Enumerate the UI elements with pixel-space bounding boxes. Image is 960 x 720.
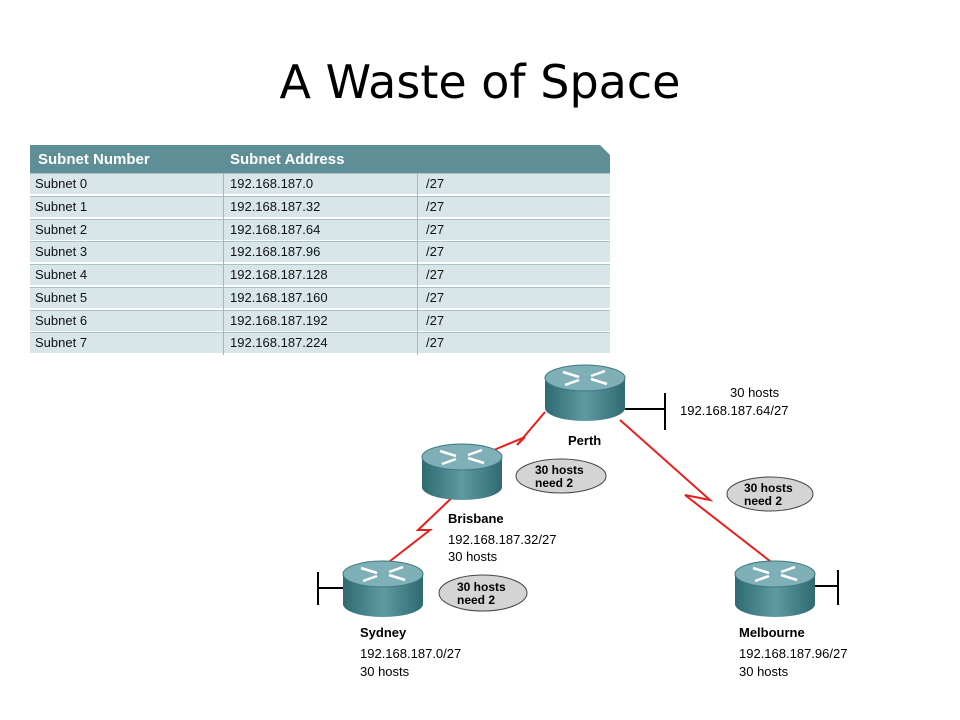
router-perth-icon bbox=[544, 364, 626, 421]
cell-mask: /27 bbox=[426, 335, 445, 351]
cell-address: 192.168.187.0 bbox=[230, 176, 314, 191]
cell-mask: /27 bbox=[426, 176, 445, 191]
router-brisbane-icon bbox=[421, 443, 503, 500]
table-row: Subnet 1 192.168.187.32/27 bbox=[30, 195, 610, 217]
table-row: Subnet 2 192.168.187.64/27 bbox=[30, 218, 610, 240]
melbourne-hosts: 30 hosts bbox=[739, 664, 789, 679]
ethernet-melbourne bbox=[815, 570, 839, 605]
note-line: 30 hosts bbox=[457, 580, 506, 594]
sydney-label: Sydney bbox=[360, 625, 407, 640]
table-row: Subnet 5 192.168.187.160/27 bbox=[30, 286, 610, 308]
melbourne-network: 192.168.187.96/27 bbox=[739, 646, 848, 661]
cell-mask: /27 bbox=[426, 289, 445, 305]
table-row: Subnet 4 192.168.187.128/27 bbox=[30, 264, 610, 285]
perth-hosts: 30 hosts bbox=[730, 385, 780, 400]
cell-number: Subnet 5 bbox=[35, 289, 88, 305]
header-subnet-address: Subnet Address bbox=[230, 151, 345, 168]
cell-number: Subnet 6 bbox=[35, 312, 88, 328]
perth-network: 192.168.187.64/27 bbox=[680, 403, 789, 418]
ethernet-perth bbox=[625, 393, 666, 430]
cell-address: 192.168.187.224 bbox=[230, 335, 328, 351]
note-line: 30 hosts bbox=[744, 481, 793, 495]
cell-number: Subnet 7 bbox=[35, 335, 88, 351]
sydney-network: 192.168.187.0/27 bbox=[360, 646, 462, 661]
cell-address: 192.168.187.64 bbox=[230, 221, 321, 237]
brisbane-label: Brisbane bbox=[448, 511, 504, 526]
note-line: need 2 bbox=[744, 494, 783, 508]
cell-mask: /27 bbox=[426, 198, 445, 214]
cell-number: Subnet 4 bbox=[35, 267, 88, 282]
table-row: Subnet 3 192.168.187.96/27 bbox=[30, 241, 610, 263]
note-line: need 2 bbox=[535, 476, 574, 490]
brisbane-hosts: 30 hosts bbox=[448, 549, 498, 564]
column-divider bbox=[223, 173, 224, 355]
column-divider bbox=[417, 173, 418, 355]
cell-address: 192.168.187.128 bbox=[230, 267, 328, 282]
note-sydney-brisbane: 30 hosts need 2 bbox=[457, 581, 506, 607]
router-melbourne-icon bbox=[734, 560, 816, 617]
cell-mask: /27 bbox=[426, 221, 445, 237]
header-subnet-number: Subnet Number bbox=[38, 151, 150, 168]
note-bubble-perth-melbourne bbox=[726, 476, 814, 512]
link-brisbane-perth bbox=[469, 411, 546, 461]
cell-mask: /27 bbox=[426, 244, 445, 260]
note-line: 30 hosts bbox=[535, 463, 584, 477]
cell-mask: /27 bbox=[426, 312, 445, 328]
brisbane-network: 192.168.187.32/27 bbox=[448, 532, 557, 547]
note-perth-melbourne: 30 hosts need 2 bbox=[744, 482, 793, 508]
cell-mask: /27 bbox=[426, 267, 445, 282]
table-row: Subnet 6 192.168.187.192/27 bbox=[30, 309, 610, 331]
cell-number: Subnet 2 bbox=[35, 221, 88, 237]
subnet-table: Subnet Number Subnet Address Subnet 0 192… bbox=[30, 145, 610, 355]
melbourne-label: Melbourne bbox=[739, 625, 805, 640]
table-row: Subnet 7 192.168.187.224/27 bbox=[30, 332, 610, 354]
cell-number: Subnet 0 bbox=[35, 176, 88, 191]
perth-label: Perth bbox=[568, 433, 602, 448]
table-row: Subnet 0 192.168.187.0/27 bbox=[30, 173, 610, 194]
note-bubble-sydney-brisbane bbox=[438, 574, 528, 612]
note-brisbane-perth: 30 hosts need 2 bbox=[535, 464, 584, 490]
cell-address: 192.168.187.192 bbox=[230, 312, 328, 328]
cell-address: 192.168.187.160 bbox=[230, 289, 328, 305]
router-sydney-icon bbox=[342, 560, 424, 617]
cell-address: 192.168.187.96 bbox=[230, 244, 321, 260]
sydney-hosts: 30 hosts bbox=[360, 664, 410, 679]
cell-number: Subnet 3 bbox=[35, 244, 88, 260]
ethernet-sydney bbox=[317, 572, 345, 605]
cell-address: 192.168.187.32 bbox=[230, 198, 321, 214]
slide-title: A Waste of Space bbox=[279, 55, 681, 109]
note-line: need 2 bbox=[457, 593, 496, 607]
link-perth-melbourne bbox=[619, 419, 776, 566]
cell-number: Subnet 1 bbox=[35, 198, 88, 214]
table-header: Subnet Number Subnet Address bbox=[30, 145, 610, 173]
link-sydney-brisbane bbox=[384, 489, 461, 566]
note-bubble-brisbane-perth bbox=[515, 458, 607, 494]
